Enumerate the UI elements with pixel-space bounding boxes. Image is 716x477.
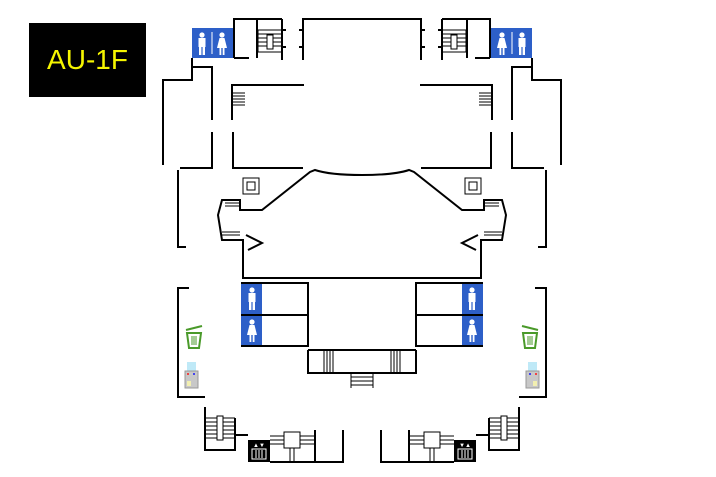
map-left-half xyxy=(162,18,363,463)
map-right-half xyxy=(362,19,561,462)
restroom-top[interactable] xyxy=(192,28,234,58)
floor-label: AU-1F xyxy=(29,23,146,97)
escalator-icon xyxy=(270,431,315,462)
escalator-icon xyxy=(222,177,260,236)
stairs-icon xyxy=(257,29,283,53)
elevator-icon[interactable] xyxy=(247,439,271,463)
trash-can-icon xyxy=(185,325,203,349)
stairs-icon xyxy=(205,415,235,441)
stairs-icon xyxy=(323,350,362,388)
water-cooler-icon xyxy=(184,361,199,389)
